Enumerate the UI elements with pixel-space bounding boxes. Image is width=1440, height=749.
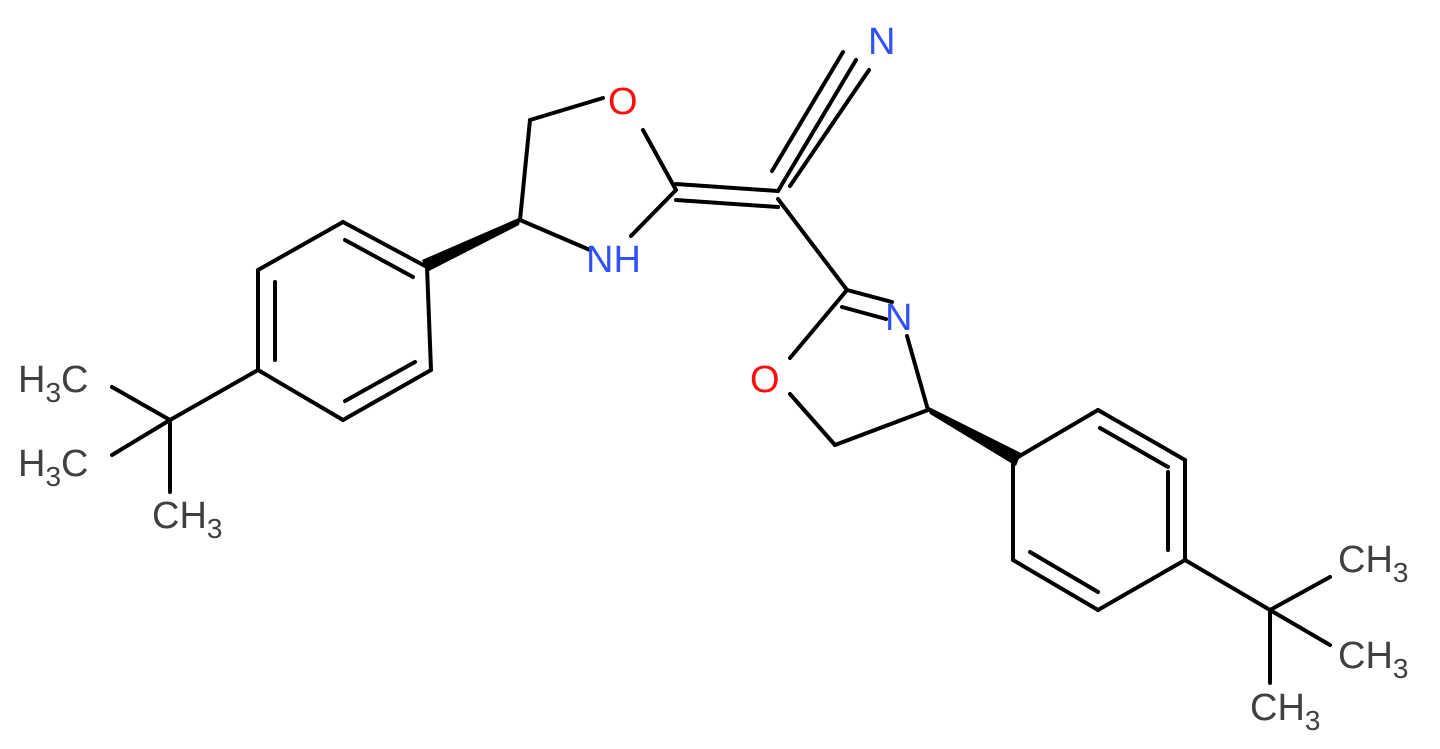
stereo-wedge-left: [422, 217, 521, 272]
ring2-nitrogen-label: N: [885, 297, 912, 339]
exocyclic-double-bond: [674, 182, 780, 209]
ring1-nh-label: NH: [586, 239, 641, 281]
ring2-oxygen-label: O: [750, 359, 780, 401]
methyl-label-left-bottom: CH3: [152, 495, 222, 544]
methyl-label-right-top: CH3: [1338, 539, 1408, 588]
oxazolidine-ring-bonds: [518, 96, 678, 252]
ring1-oxygen-label: O: [608, 81, 638, 123]
nitrile-nitrogen-label: N: [868, 21, 895, 63]
right-phenyl-ring: [1011, 408, 1187, 612]
methyl-label-left-mid: H3C: [18, 443, 88, 492]
methyl-label-right-mid: CH3: [1338, 635, 1408, 684]
left-tert-butyl-bonds: [110, 368, 260, 494]
left-phenyl-ring: [256, 220, 433, 422]
bridge-bond: [776, 197, 849, 292]
nitrile-triple-bond: [770, 50, 871, 193]
methyl-label-right-bottom: CH3: [1250, 687, 1320, 736]
right-tert-butyl-bonds: [1183, 558, 1332, 685]
oxazoline-ring-bonds: [788, 288, 930, 447]
methyl-label-left-top: H3C: [18, 359, 88, 408]
stereo-wedge-right: [927, 406, 1021, 466]
